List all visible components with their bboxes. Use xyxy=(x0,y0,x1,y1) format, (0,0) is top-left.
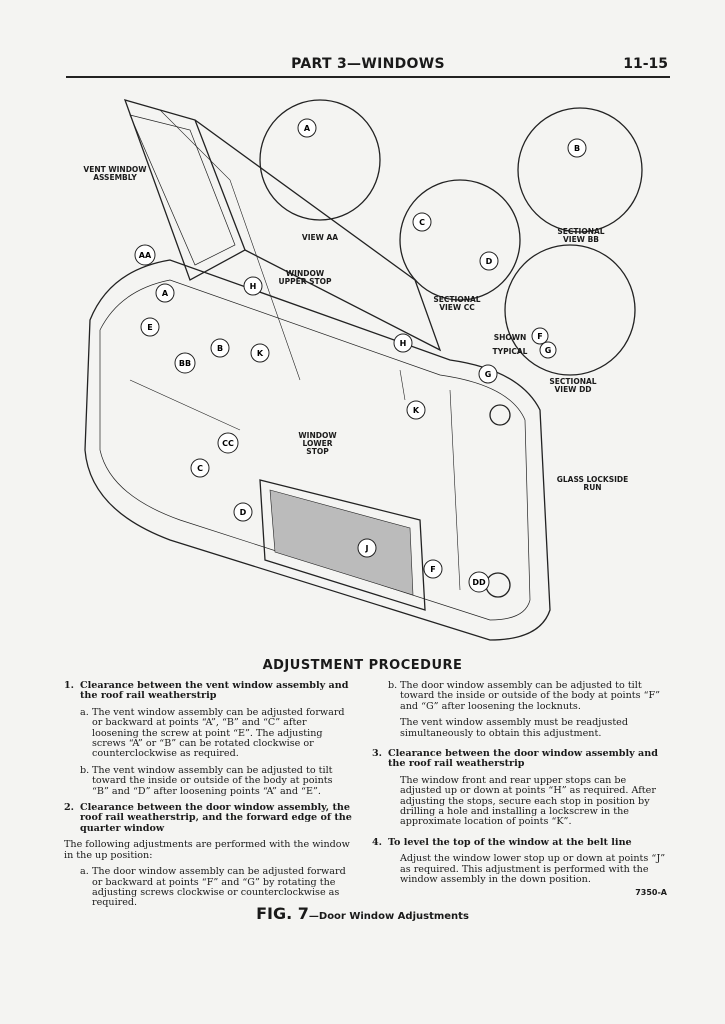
sub-item: a.The door window assembly can be adjust… xyxy=(80,866,352,915)
sub-text: The vent window assembly can be adjusted… xyxy=(92,706,345,760)
svg-text:F: F xyxy=(430,565,435,574)
item-1: 1. Clearance between the vent window asse… xyxy=(64,680,352,708)
svg-text:B: B xyxy=(217,344,223,353)
callout-J: J xyxy=(357,538,377,558)
callout-BB: BB xyxy=(174,352,196,374)
item-3: 3. Clearance between the door window asse… xyxy=(372,748,670,776)
sub-letter: a. xyxy=(80,706,89,718)
svg-text:H: H xyxy=(250,282,257,291)
svg-text:E: E xyxy=(147,323,152,332)
item-number: 1. xyxy=(64,680,75,691)
callout-G2: G xyxy=(539,341,557,359)
sub-text: The door window assembly can be adjusted… xyxy=(400,680,661,712)
item-2: 2. Clearance between the door window asse… xyxy=(64,802,352,840)
callout-E: E xyxy=(140,317,160,337)
svg-text:CC: CC xyxy=(222,439,234,448)
svg-text:DD: DD xyxy=(472,578,486,587)
left-column: 1. Clearance between the vent window asse… xyxy=(64,680,352,915)
label-view-bb: SECTIONAL VIEW BB xyxy=(557,227,605,244)
item-intro: The following adjustments are performed … xyxy=(64,839,350,861)
item-4: 4. To level the top of the window at the … xyxy=(372,836,670,854)
callout-K2: K xyxy=(406,400,426,420)
callout-A2: A xyxy=(155,283,175,303)
label-glass-run: GLASS LOCKSIDE RUN xyxy=(556,475,629,492)
svg-text:BB: BB xyxy=(179,359,191,368)
svg-text:A: A xyxy=(162,289,169,298)
callout-D: D xyxy=(479,251,499,271)
callout-H2: H xyxy=(393,333,413,353)
figure-ref: 7350-A xyxy=(635,888,667,897)
callout-DD: DD xyxy=(468,571,490,593)
item-body: Adjust the window lower stop up or down … xyxy=(400,853,666,886)
callout-CC: CC xyxy=(217,432,239,454)
item-body: The window front and rear upper stops ca… xyxy=(400,774,656,828)
door-window-diagram: A AA A E B BB H K C D CC C D J F DD G H … xyxy=(70,90,670,650)
sub-letter: b. xyxy=(80,764,90,776)
sub-text: The vent window assembly can be adjusted… xyxy=(92,764,333,797)
sub-item: b.The door window assembly can be adjust… xyxy=(388,680,670,718)
label-view-cc: SECTIONAL VIEW CC xyxy=(433,295,481,312)
callout-F2: F xyxy=(531,327,549,345)
svg-text:F: F xyxy=(537,332,542,341)
page-header: PART 3—WINDOWS 11-15 xyxy=(66,56,670,78)
callout-H: H xyxy=(243,276,263,296)
callout-B: B xyxy=(210,338,230,358)
label-view-dd: SECTIONAL VIEW DD xyxy=(549,377,597,394)
item-number: 3. xyxy=(372,748,383,760)
door-drawing: A AA A E B BB H K C D CC C D J F DD G H … xyxy=(84,99,643,641)
page-number: 11-15 xyxy=(623,56,668,72)
sub-letter: b. xyxy=(388,680,398,691)
label-lower-stop: WINDOW LOWER STOP xyxy=(298,431,337,456)
svg-text:G: G xyxy=(545,346,552,355)
callout-C: C xyxy=(412,212,432,232)
label-view-aa: VIEW AA xyxy=(301,233,339,242)
callout-A: A xyxy=(297,118,317,138)
svg-text:D: D xyxy=(240,508,247,517)
item-number: 2. xyxy=(64,802,75,814)
svg-text:C: C xyxy=(419,218,425,227)
svg-text:AA: AA xyxy=(139,251,152,260)
svg-text:G: G xyxy=(485,370,492,379)
item-note: The vent window assembly must be readjus… xyxy=(400,717,628,739)
header-title: PART 3—WINDOWS xyxy=(291,56,445,72)
svg-text:K: K xyxy=(257,349,264,358)
callout-F: F xyxy=(423,559,443,579)
svg-text:J: J xyxy=(365,544,369,553)
item-number: 4. xyxy=(372,836,383,848)
callout-C2: C xyxy=(190,458,210,478)
callout-AA: AA xyxy=(134,244,156,266)
label-shown: SHOWN xyxy=(493,333,527,342)
label-typical: TYPICAL xyxy=(492,347,528,356)
item-title: Clearance between the door window assemb… xyxy=(388,748,658,770)
sub-text: The door window assembly can be adjusted… xyxy=(92,866,346,909)
svg-text:D: D xyxy=(486,257,493,266)
svg-text:A: A xyxy=(304,124,311,133)
callout-B2: B xyxy=(567,138,587,158)
section-title: ADJUSTMENT PROCEDURE xyxy=(262,658,463,673)
caption-text: —Door Window Adjustments xyxy=(308,911,469,922)
label-upper-stop: WINDOW UPPER STOP xyxy=(278,269,332,286)
svg-text:H: H xyxy=(400,339,407,348)
sub-item: a.The vent window assembly can be adjust… xyxy=(80,706,352,766)
svg-text:K: K xyxy=(413,406,420,415)
svg-text:B: B xyxy=(574,144,580,153)
callout-D2: D xyxy=(233,502,253,522)
svg-text:C: C xyxy=(197,464,203,473)
callout-G: G xyxy=(478,364,498,384)
label-vent-window: VENT WINDOW ASSEMBLY xyxy=(83,165,147,182)
figure-caption: FIG. 7—Door Window Adjustments xyxy=(0,904,725,923)
caption-fig: FIG. 7 xyxy=(256,904,309,923)
sub-letter: a. xyxy=(80,866,89,878)
item-title: To level the top of the window at the be… xyxy=(388,836,632,848)
item-title: Clearance between the door window assemb… xyxy=(80,802,352,834)
right-column: b.The door window assembly can be adjust… xyxy=(372,680,670,892)
sub-item: b.The vent window assembly can be adjust… xyxy=(80,764,352,803)
callout-K: K xyxy=(250,343,270,363)
item-title: Clearance between the vent window assemb… xyxy=(80,680,349,702)
